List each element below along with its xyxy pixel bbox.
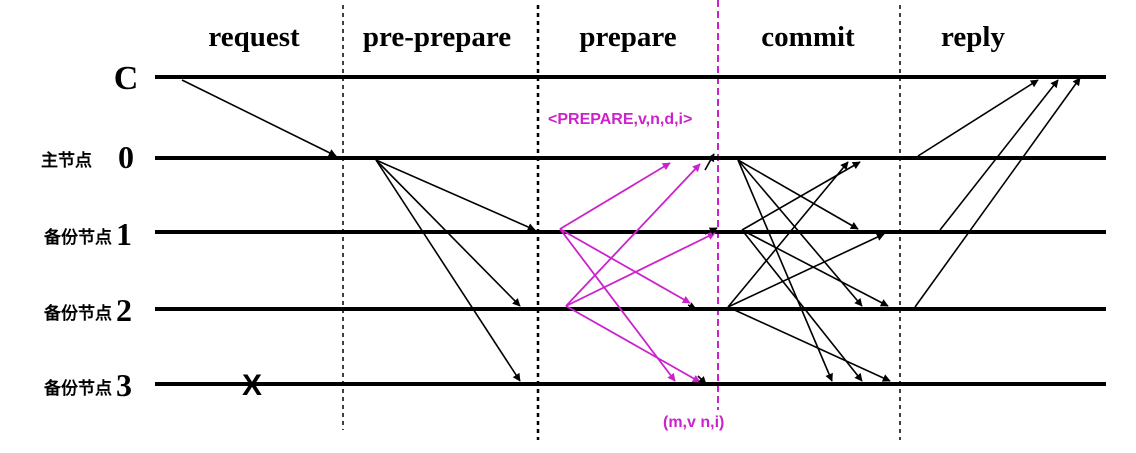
node-label-1: 1 [116,216,132,252]
commit-arrows [727,159,891,382]
request-arrows [181,79,337,157]
phase-label-pre-prepare: pre-prepare [363,21,511,53]
arrow-prepare-2-to-1 [565,232,716,307]
phase-label-prepare: prepare [579,21,676,53]
prepare-extra-arrows [687,153,718,385]
arrow-commit-2-to-3 [727,306,891,382]
prepare-arrows [559,162,716,383]
arrow-request-c-to-0 [181,79,337,157]
arrow-commit-1-to-2 [741,229,889,307]
arrow-preprepare-0-to-3 [375,159,521,382]
arrow-reply-2-to-c [914,77,1081,308]
arrow-prepare-extra-3 [697,375,707,385]
arrow-commit-0-to-3 [737,159,833,382]
arrow-prepare-extra-2 [687,302,697,310]
node-label-3: 3 [116,367,132,403]
arrow-commit-0-to-1 [737,159,859,230]
node-role-0: 主节点 [41,150,92,171]
prepare-tuple-label: (m,v n,i) [663,414,724,431]
arrow-prepare-extra-1 [704,227,718,235]
node-label-2: 2 [116,292,132,328]
node-role-2: 备份节点 [43,303,112,324]
arrow-prepare-1-to-0 [559,162,671,230]
node-label-0: 0 [118,139,134,175]
arrow-reply-0-to-c [917,79,1039,157]
arrow-prepare-2-to-0 [565,163,701,307]
node-role-1: 备份节点 [43,227,112,248]
arrow-reply-1-to-c [939,79,1059,231]
faulty-node-marker: X [242,369,262,402]
arrow-prepare-1-to-2 [559,228,691,304]
arrow-commit-1-to-3 [741,229,863,382]
arrow-commit-2-to-0 [727,161,849,308]
arrow-prepare-extra-0 [704,153,715,171]
node-role-3: 备份节点 [43,378,112,399]
node-label-client: C [114,60,139,97]
arrow-preprepare-0-to-2 [375,159,521,307]
arrow-commit-2-to-1 [727,233,885,308]
arrow-preprepare-0-to-1 [375,159,536,231]
pre-prepare-arrows [375,159,536,382]
arrow-prepare-1-to-3 [559,228,676,382]
phase-label-reply: reply [941,21,1005,53]
arrow-prepare-2-to-3 [565,305,701,383]
phase-label-request: request [208,21,300,53]
arrow-commit-1-to-0 [741,161,861,231]
reply-arrows [914,77,1081,308]
prepare-message-label: <PREPARE,v,n,d,i> [548,111,692,128]
phase-label-commit: commit [761,21,855,53]
